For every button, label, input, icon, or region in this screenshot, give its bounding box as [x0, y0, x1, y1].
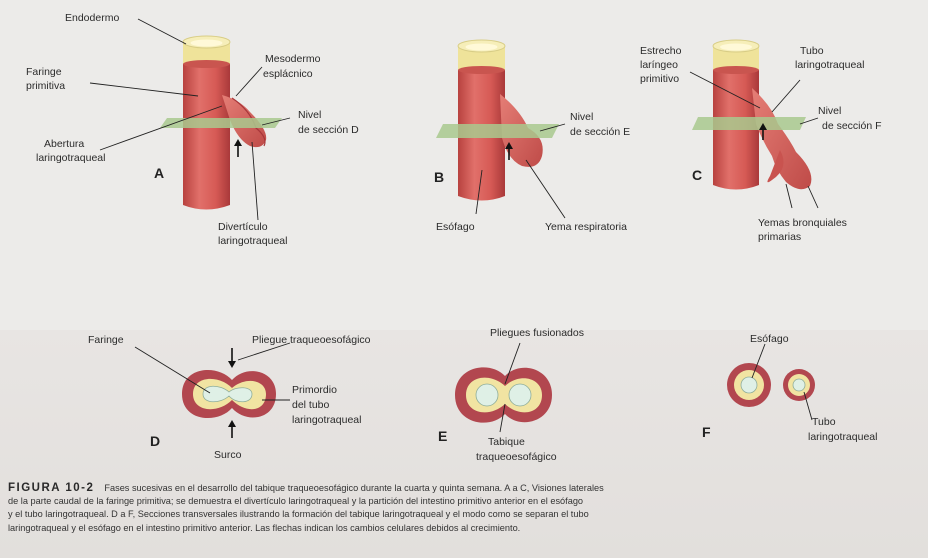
- label-mesodermo-1: Mesodermo: [265, 53, 321, 65]
- label-esofago-b: Esófago: [436, 221, 475, 233]
- panel-letter-d: D: [150, 433, 160, 449]
- figure-label: FIGURA 10-2: [8, 482, 94, 494]
- figure-caption: FIGURA 10-2 Fases sucesivas en el desarro…: [8, 482, 926, 535]
- label-surco: Surco: [214, 449, 242, 461]
- label-primordio-3: laringotraqueal: [292, 414, 361, 426]
- label-tubo-f-1: Tubo: [812, 416, 836, 428]
- label-faringe-d: Faringe: [88, 334, 124, 346]
- label-yemas-1: Yemas bronquiales: [758, 217, 847, 229]
- label-nivel-a-1: Nivel: [298, 109, 321, 121]
- panel-letter-c: C: [692, 167, 702, 183]
- label-tabique-1: Tabique: [488, 436, 525, 448]
- label-primordio-1: Primordio: [292, 384, 337, 396]
- label-mesodermo-2: esplácnico: [263, 68, 313, 80]
- label-primordio-2: del tubo: [292, 399, 330, 411]
- label-abertura-1: Abertura: [44, 138, 84, 150]
- label-yemas-2: primarias: [758, 231, 801, 243]
- panel-d-drawing: [182, 348, 276, 438]
- caption-line-2: de la parte caudal de la faringe primiti…: [8, 495, 926, 508]
- label-nivel-c-1: Nivel: [818, 105, 841, 117]
- label-yema-respiratoria: Yema respiratoria: [545, 221, 627, 233]
- label-nivel-b-2: de sección E: [570, 126, 630, 138]
- panel-c-drawing: [692, 40, 811, 190]
- label-estrecho-3: primitivo: [640, 73, 679, 85]
- label-diverticulo-2: laringotraqueal: [218, 235, 287, 247]
- label-estrecho-1: Estrecho: [640, 45, 682, 57]
- label-tubo-c-2: laringotraqueal: [795, 59, 864, 71]
- label-faringe-primitiva-1: Faringe: [26, 66, 62, 78]
- label-nivel-c-2: de sección F: [822, 120, 882, 132]
- panel-letter-f: F: [702, 424, 711, 440]
- caption-line-4: laringotraqueal y el esófago en el intes…: [8, 522, 926, 535]
- label-estrecho-2: laríngeo: [640, 59, 678, 71]
- caption-line-1: FIGURA 10-2 Fases sucesivas en el desarro…: [8, 482, 926, 495]
- label-nivel-b-1: Nivel: [570, 111, 593, 123]
- panel-letter-a: A: [154, 165, 164, 181]
- label-tabique-2: traqueoesofágico: [476, 451, 557, 463]
- label-pliegue: Pliegue traqueoesofágico: [252, 334, 371, 346]
- label-faringe-primitiva-2: primitiva: [26, 80, 65, 92]
- label-tubo-c-1: Tubo: [800, 45, 824, 57]
- caption-line-3: y el tubo laringotraqueal. D a F, Seccio…: [8, 508, 926, 521]
- label-endodermo: Endodermo: [65, 12, 119, 24]
- panel-letter-b: B: [434, 169, 444, 185]
- label-pliegues-fusionados: Pliegues fusionados: [490, 327, 584, 339]
- label-diverticulo-1: Divertículo: [218, 221, 268, 233]
- panel-f-drawing: [727, 363, 815, 407]
- caption-text-1: Fases sucesivas en el desarrollo del tab…: [104, 483, 603, 493]
- label-esofago-f: Esófago: [750, 333, 789, 345]
- panel-letter-e: E: [438, 428, 447, 444]
- panel-b-drawing: [436, 40, 559, 201]
- panel-a-drawing: [160, 36, 282, 210]
- label-tubo-f-2: laringotraqueal: [808, 431, 877, 443]
- label-nivel-a-2: de sección D: [298, 124, 359, 136]
- label-abertura-2: laringotraqueal: [36, 152, 105, 164]
